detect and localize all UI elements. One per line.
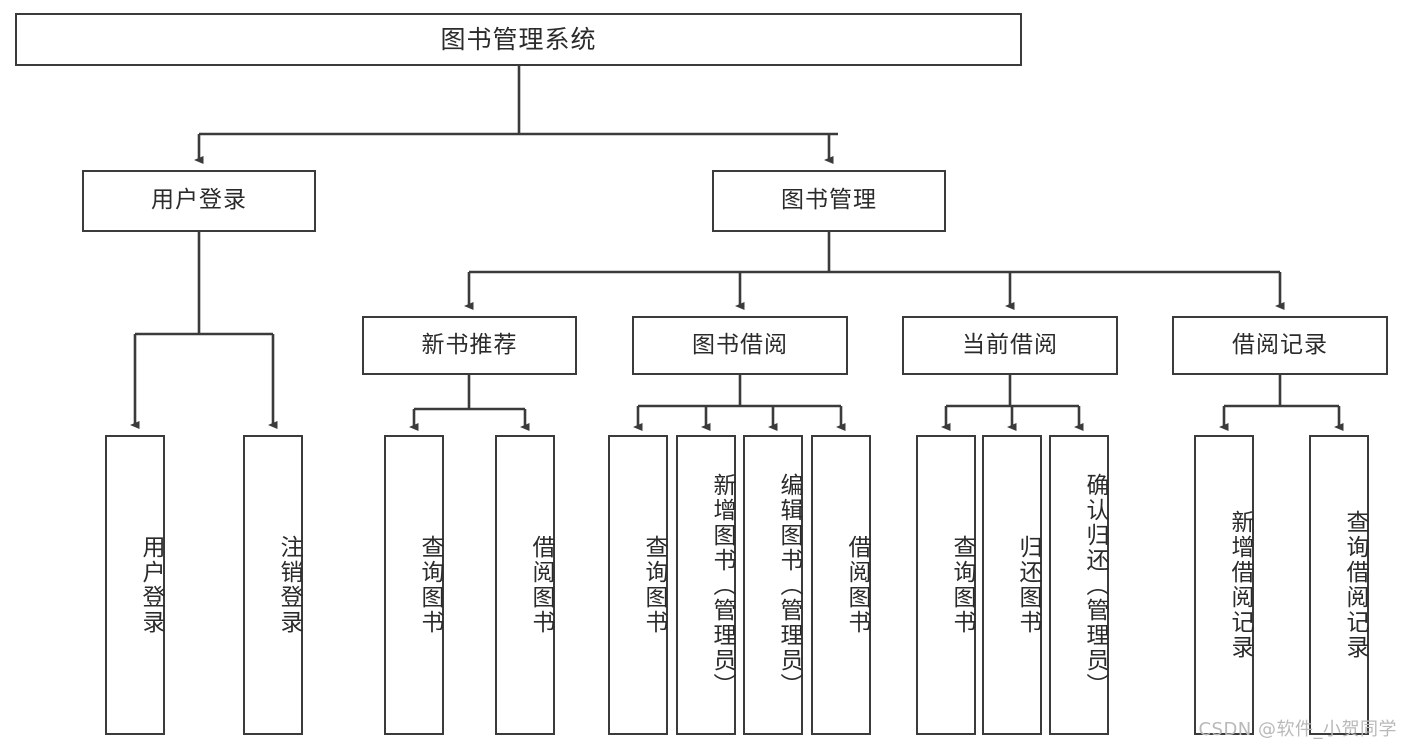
- leaf-book-borrow-query-book[interactable]: 查询图书: [608, 435, 668, 735]
- node-label: 查询图书: [417, 535, 443, 635]
- csdn-watermark: CSDN @软件_小贺同学: [1198, 719, 1397, 740]
- leaf-user-login-logout[interactable]: 注销登录: [243, 435, 303, 735]
- leaf-borrow-record-add-record[interactable]: 新增借阅记录: [1194, 435, 1254, 735]
- node-root-book-management-system[interactable]: 图书管理系统: [15, 13, 1022, 66]
- node-label: 借阅图书: [844, 535, 870, 635]
- node-label: 新增借阅记录: [1227, 510, 1253, 660]
- node-book-management[interactable]: 图书管理: [712, 170, 946, 232]
- node-label: 借阅记录: [1232, 331, 1328, 358]
- node-label: 编辑图书（管理员）: [776, 472, 802, 698]
- node-book-borrow[interactable]: 图书借阅: [632, 316, 848, 375]
- node-label: 图书借阅: [692, 331, 788, 358]
- node-label: 用户登录: [151, 187, 247, 214]
- node-user-login[interactable]: 用户登录: [82, 170, 316, 232]
- node-current-borrow[interactable]: 当前借阅: [902, 316, 1118, 375]
- node-label: 图书管理: [781, 187, 877, 214]
- node-label: 当前借阅: [962, 331, 1058, 358]
- leaf-book-borrow-add-book[interactable]: 新增图书（管理员）: [676, 435, 736, 735]
- leaf-borrow-record-query-record[interactable]: 查询借阅记录: [1309, 435, 1369, 735]
- node-label: 查询借阅记录: [1342, 510, 1368, 660]
- leaf-current-borrow-query-book[interactable]: 查询图书: [916, 435, 976, 735]
- node-label: 确认归还（管理员）: [1082, 472, 1108, 698]
- node-label: 注销登录: [276, 535, 302, 635]
- leaf-user-login-login[interactable]: 用户登录: [105, 435, 165, 735]
- node-label: 归还图书: [1015, 535, 1041, 635]
- node-new-book-recommend[interactable]: 新书推荐: [362, 316, 577, 375]
- leaf-book-borrow-borrow-book[interactable]: 借阅图书: [811, 435, 871, 735]
- node-label: 查询图书: [641, 535, 667, 635]
- node-label: 查询图书: [949, 535, 975, 635]
- leaf-new-book-query-book[interactable]: 查询图书: [384, 435, 444, 735]
- leaf-new-book-borrow-book[interactable]: 借阅图书: [495, 435, 555, 735]
- node-label: 借阅图书: [528, 535, 554, 635]
- node-label: 用户登录: [138, 535, 164, 635]
- node-label: 新增图书（管理员）: [709, 472, 735, 698]
- node-label: 新书推荐: [421, 331, 518, 358]
- leaf-book-borrow-edit-book[interactable]: 编辑图书（管理员）: [743, 435, 803, 735]
- node-label: 图书管理系统: [440, 24, 597, 54]
- leaf-current-borrow-return-book[interactable]: 归还图书: [982, 435, 1042, 735]
- node-borrow-record[interactable]: 借阅记录: [1172, 316, 1388, 375]
- leaf-current-borrow-confirm-return[interactable]: 确认归还（管理员）: [1049, 435, 1109, 735]
